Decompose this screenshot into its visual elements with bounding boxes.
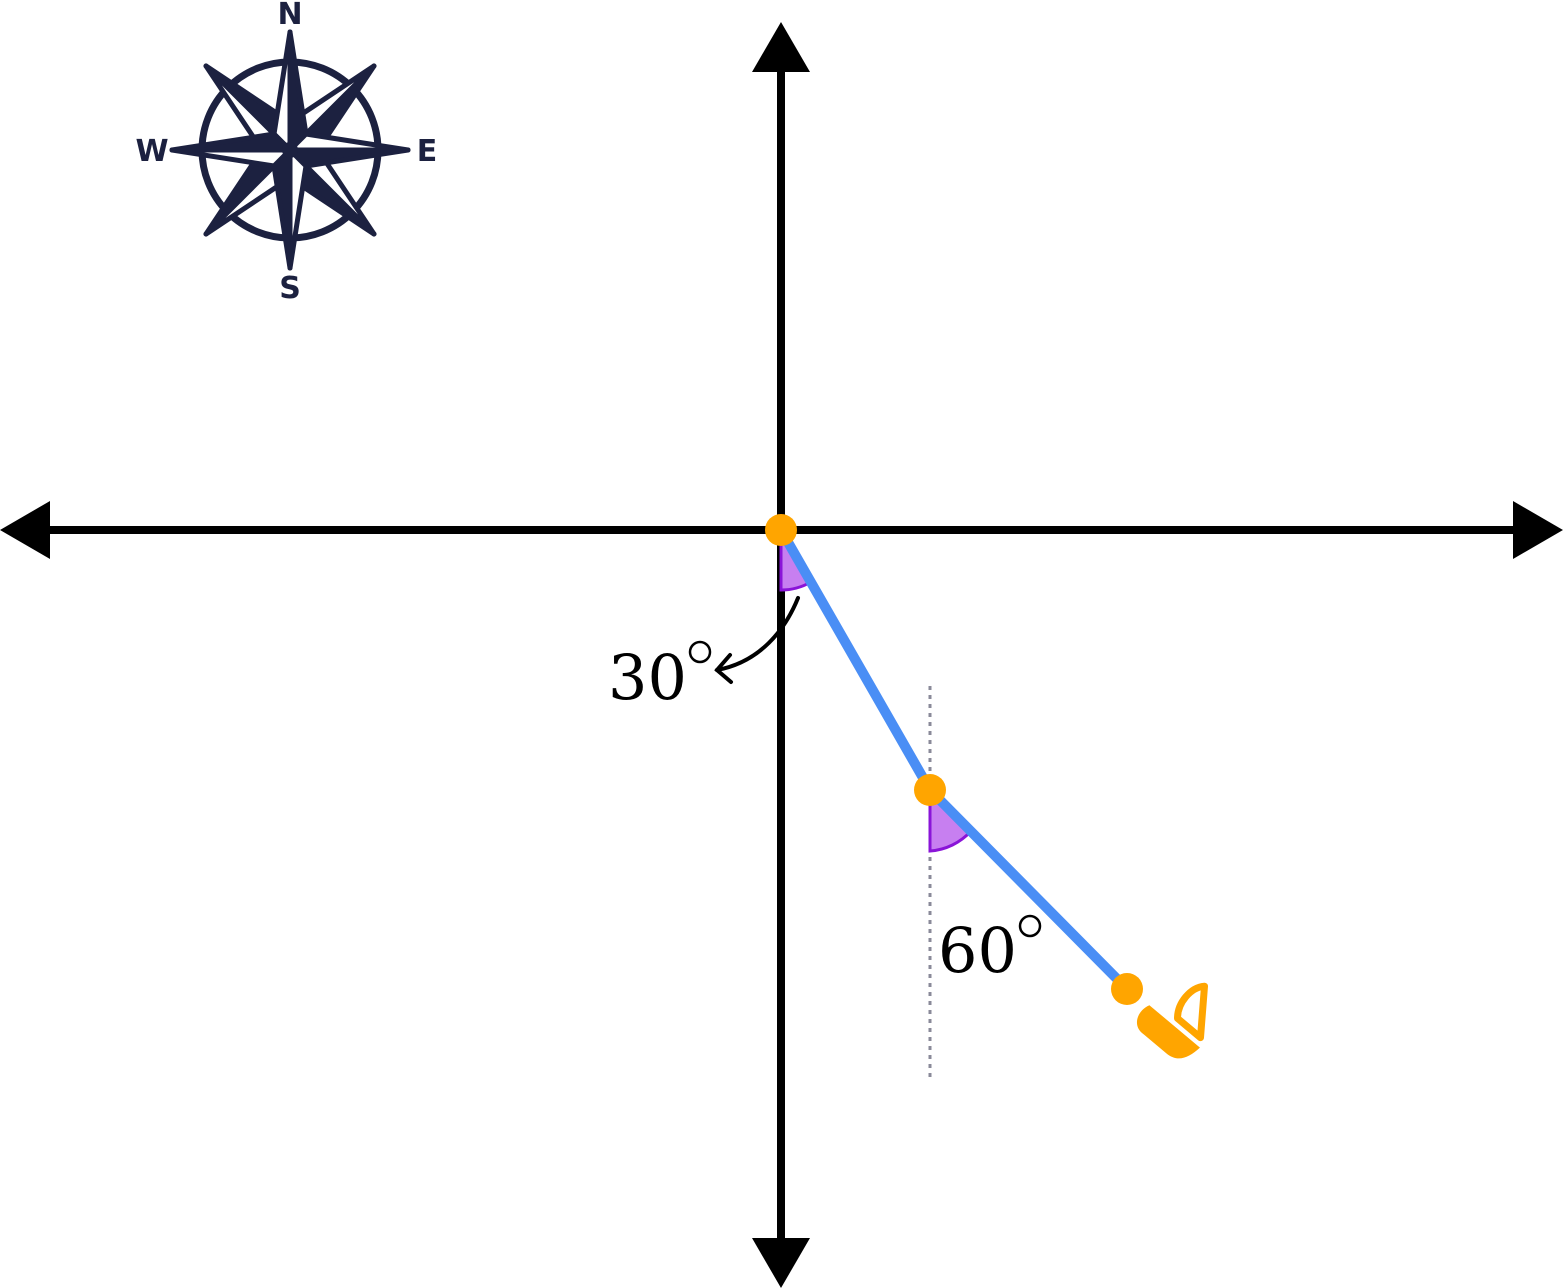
path-segment-2	[925, 785, 1132, 994]
compass-east-label: E	[417, 134, 438, 169]
degree-symbol-icon	[1018, 914, 1042, 938]
compass-west-label: W	[135, 134, 168, 169]
angle-30-value: 30	[608, 641, 687, 714]
point-turn	[914, 774, 946, 806]
point-origin	[765, 514, 797, 546]
axis-arrow-west	[0, 501, 50, 559]
angle-60-value: 60	[938, 914, 1017, 987]
compass-north-label: N	[277, 0, 302, 32]
axis-arrow-south	[752, 1238, 810, 1288]
angle-label-30: 30	[608, 640, 712, 714]
angle-label-60: 60	[938, 914, 1042, 987]
axis-arrow-north	[752, 22, 810, 72]
axis-arrow-east	[1513, 501, 1563, 559]
angle-30-pointer-arrow	[714, 596, 800, 684]
degree-symbol-icon	[688, 640, 712, 664]
compass-rose-icon	[169, 29, 411, 271]
point-end	[1111, 973, 1143, 1005]
path-segment-1	[776, 525, 935, 795]
compass-south-label: S	[279, 271, 301, 306]
sailboat-icon	[1136, 982, 1209, 1059]
